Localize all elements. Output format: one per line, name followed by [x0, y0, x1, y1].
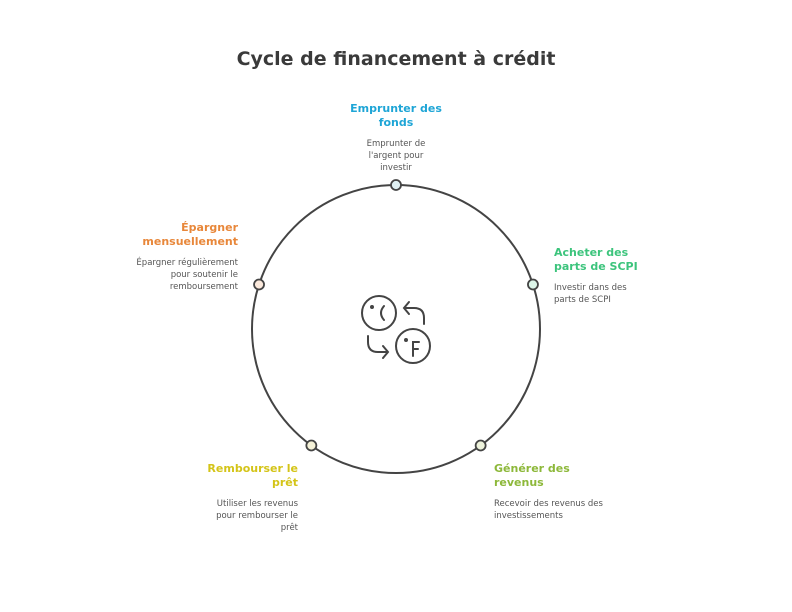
step-title: Générer des revenus — [494, 462, 570, 489]
step-node — [527, 278, 539, 291]
step-description: Utiliser les revenus pour rembourser le … — [216, 499, 298, 533]
step-node — [390, 179, 402, 191]
step-repay-loan: Rembourser le prêt Utiliser les revenus … — [188, 462, 298, 534]
step-title: Acheter des parts de SCPI — [554, 246, 638, 273]
cycle-ring — [251, 184, 541, 474]
step-title: Épargner mensuellement — [142, 221, 238, 248]
step-node — [253, 278, 265, 291]
step-description: Emprunter de l'argent pour investir — [366, 139, 426, 173]
step-buy-scpi: Acheter des parts de SCPI Investir dans … — [554, 246, 654, 306]
step-node — [474, 439, 487, 452]
step-description: Investir dans des parts de SCPI — [554, 283, 627, 305]
step-description: Recevoir des revenus des investissements — [494, 499, 603, 521]
step-description: Épargner régulièrement pour soutenir le … — [136, 258, 238, 292]
step-borrow: Emprunter des fonds Emprunter de l'argen… — [336, 102, 456, 174]
diagram-title: Cycle de financement à crédit — [236, 48, 556, 70]
step-title: Emprunter des fonds — [350, 102, 442, 129]
step-node — [305, 439, 318, 452]
step-save-monthly: Épargner mensuellement Épargner régulièr… — [128, 221, 238, 293]
step-generate-revenue: Générer des revenus Recevoir des revenus… — [494, 462, 604, 522]
step-title: Rembourser le prêt — [207, 462, 298, 489]
cycle-icon — [361, 295, 431, 364]
